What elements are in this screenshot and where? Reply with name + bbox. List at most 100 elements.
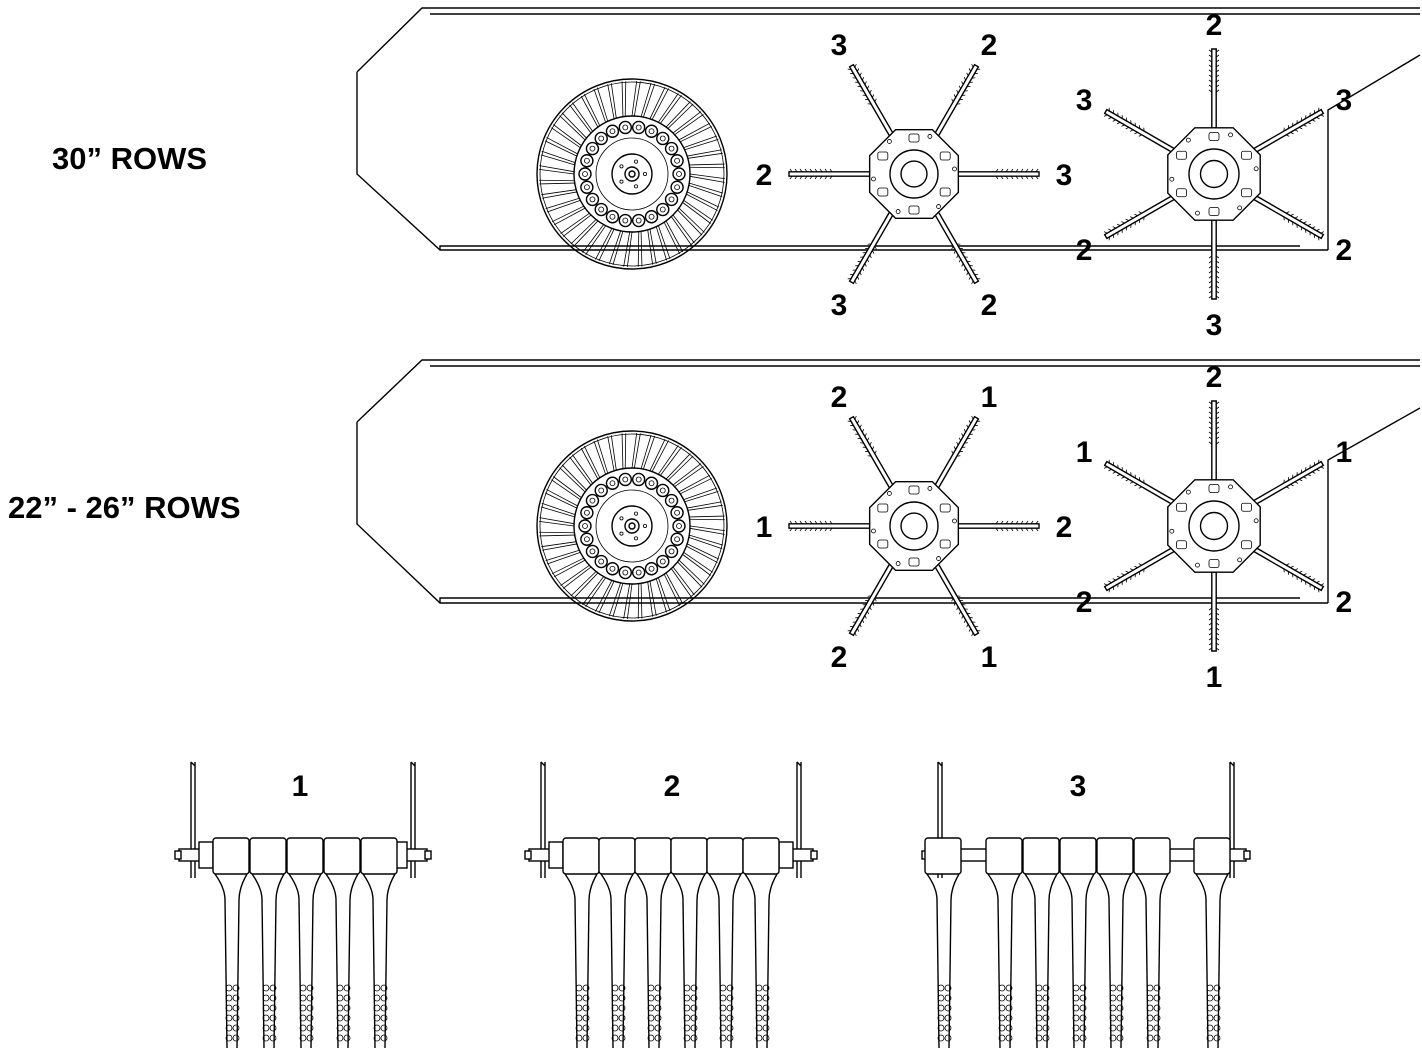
finger-hole — [582, 994, 590, 1002]
tine-serration — [862, 267, 865, 272]
disc-tooth — [684, 139, 719, 151]
tine-serration — [1208, 260, 1213, 264]
hub-bolt — [936, 204, 942, 209]
tine-serration — [1010, 527, 1014, 532]
tine-serration — [1208, 290, 1213, 294]
tine-serration — [1020, 527, 1024, 532]
disc-tooth — [626, 583, 633, 619]
finger-hole — [1035, 1034, 1043, 1042]
disc-tooth — [539, 179, 575, 182]
disc-tooth — [624, 81, 627, 117]
disc-tooth — [585, 225, 606, 255]
finger-hole — [654, 1004, 662, 1012]
finger-hole — [343, 1034, 351, 1042]
disc-tooth — [546, 551, 581, 565]
finger-shank — [708, 873, 742, 1048]
finger-collar — [1133, 837, 1171, 875]
tine-serration — [1121, 124, 1125, 127]
disc-bolt-hole — [589, 497, 596, 504]
tine-serration — [789, 520, 793, 525]
disc-bolt-hole — [674, 509, 680, 516]
disc-tooth — [542, 191, 577, 199]
finger-tine — [933, 562, 980, 637]
finger-hole — [998, 984, 1006, 992]
finger-hole — [647, 1034, 655, 1042]
disc-bolt — [631, 472, 646, 487]
tine-serration — [1215, 290, 1220, 294]
tine-serration — [1208, 622, 1213, 626]
disc-tooth — [610, 83, 617, 119]
finger-hole — [1042, 1024, 1050, 1032]
disc-bolt — [644, 476, 659, 490]
finger-collar — [286, 837, 324, 875]
finger-hole — [1072, 1014, 1080, 1022]
finger-hole — [618, 984, 626, 992]
tine-serration — [953, 94, 956, 98]
disc-ring — [573, 467, 691, 585]
disc-bolt — [644, 562, 659, 576]
disc-bolt — [585, 141, 600, 156]
tine-serration — [1208, 642, 1213, 646]
finger-hole — [618, 994, 626, 1002]
tine-serration — [824, 527, 828, 532]
disc-tooth — [647, 229, 654, 265]
finger-hole — [306, 1024, 314, 1032]
tine-number: 3 — [1336, 84, 1353, 117]
hub-bearing — [1188, 148, 1240, 200]
finger-hole — [618, 1024, 626, 1032]
disc-tooth — [541, 189, 577, 196]
finger-hole — [1116, 1004, 1124, 1012]
tine-serration — [1108, 117, 1112, 120]
finger-hole — [582, 984, 590, 992]
disc-bolt-hole — [648, 565, 655, 572]
finger-hole — [373, 1024, 381, 1032]
tine-serration — [794, 527, 798, 532]
tine-number: 2 — [981, 289, 998, 322]
finger-hole — [575, 1034, 583, 1042]
disc-bolt-hole — [648, 480, 655, 487]
disc-bolt — [605, 562, 620, 576]
disc-tooth — [640, 434, 652, 469]
finger-hole — [1042, 1034, 1050, 1042]
finger-hole — [1072, 1024, 1080, 1032]
finger-hole — [373, 1004, 381, 1012]
disc-bolt — [605, 210, 620, 224]
finger-shank — [672, 873, 706, 1048]
disc-tooth — [687, 504, 723, 511]
finger-hole — [647, 1024, 655, 1032]
finger-hole — [269, 1034, 277, 1042]
hub-bearing — [889, 501, 939, 551]
disc-tooth — [649, 229, 657, 264]
frame-tail — [1327, 54, 1421, 250]
disc-bolt — [580, 180, 594, 194]
finger-hole — [1035, 1024, 1043, 1032]
tine-serration — [1215, 54, 1220, 58]
tine-number: 3 — [1206, 309, 1223, 342]
finger-hole — [1005, 984, 1013, 992]
tine-serration — [1208, 54, 1213, 58]
hub-plate — [868, 128, 960, 220]
disc-bolt-hole — [648, 213, 655, 220]
tine-serration — [1108, 580, 1112, 583]
tine-number: 3 — [1056, 159, 1073, 192]
disc-bolt — [631, 120, 646, 135]
tine-serration — [1290, 565, 1294, 568]
tine-serration — [1307, 474, 1312, 477]
disc-bolt — [580, 154, 594, 168]
tine-serration — [1208, 406, 1213, 410]
tine-serration — [1215, 421, 1220, 425]
tine-serration — [1311, 578, 1316, 581]
disc-bolt — [580, 532, 594, 546]
hub-clamp — [877, 151, 889, 161]
spacer-left — [198, 841, 214, 869]
disc-tooth — [665, 453, 691, 480]
disc-ring — [573, 115, 691, 233]
finger-hole — [1005, 1004, 1013, 1012]
tine-serration — [968, 420, 971, 424]
tine-serration — [867, 437, 870, 442]
hub-bolt — [952, 518, 957, 524]
tine-serration — [1208, 64, 1213, 68]
finger-shank — [1024, 873, 1058, 1048]
finger-hole — [225, 1004, 233, 1012]
